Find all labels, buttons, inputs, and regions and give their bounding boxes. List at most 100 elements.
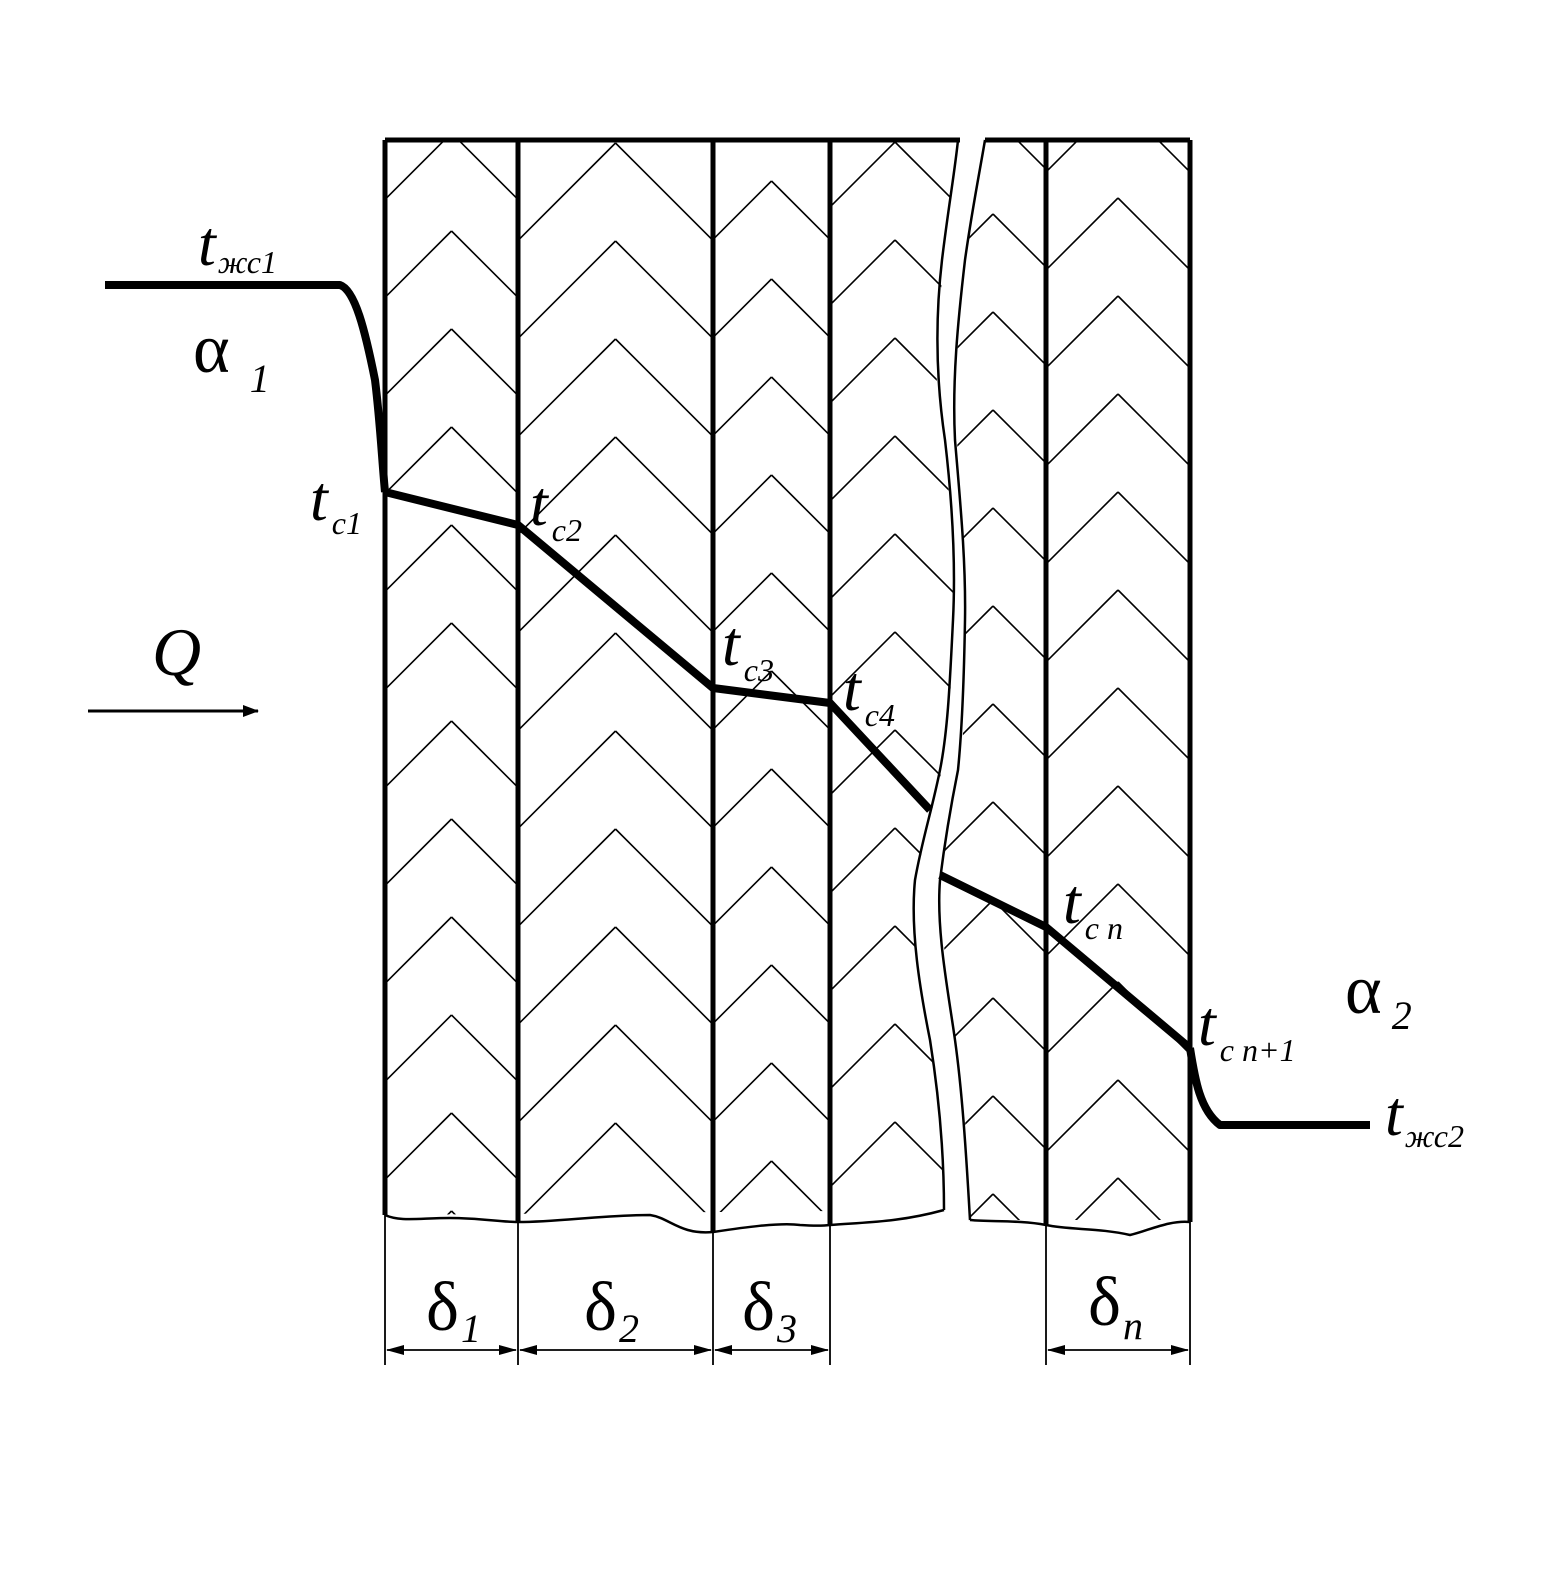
- hatch-stroke: [518, 142, 617, 247]
- hatch-stroke: [380, 35, 452, 107]
- hatch-stroke: [450, 818, 518, 892]
- hatch-stroke: [614, 240, 713, 345]
- hatch-stroke: [614, 926, 713, 1031]
- hatch-stroke: [992, 801, 1046, 861]
- hatch-stroke: [830, 925, 896, 997]
- hatch-stroke: [518, 338, 617, 443]
- hatch-stroke: [385, 328, 453, 402]
- hatch-stroke: [770, 866, 830, 932]
- label-delta3: δ3: [742, 1269, 797, 1351]
- hatch-stroke: [518, 632, 617, 737]
- hatch-stroke: [825, 1220, 895, 1290]
- hatch-stroke: [450, 328, 518, 402]
- hatch-stroke: [450, 230, 518, 304]
- hatch-stroke: [830, 239, 896, 311]
- hatch-stroke: [450, 140, 518, 206]
- label-deltan: δn: [1088, 1264, 1143, 1348]
- hatch-stroke: [614, 1122, 713, 1215]
- hatch-stroke: [895, 1318, 965, 1388]
- hatch-stroke: [616, 0, 719, 50]
- bottom-edge-left: [384, 1208, 945, 1234]
- hatch-stroke: [713, 1160, 773, 1215]
- hatch-stroke: [385, 916, 453, 990]
- hatch-stroke: [1117, 295, 1190, 374]
- hatch-stroke: [385, 230, 453, 304]
- hatch-stroke: [1117, 589, 1190, 668]
- hatch-stroke: [713, 376, 773, 442]
- temperature-profile: [105, 281, 1370, 1129]
- hatch-stroke: [450, 720, 518, 794]
- hatch-stroke: [518, 436, 617, 541]
- hatch-stroke: [770, 278, 830, 344]
- hatch-stroke: [830, 1023, 896, 1095]
- hatch-stroke: [992, 409, 1046, 469]
- hatch-stroke: [894, 631, 958, 703]
- hatch-stroke: [518, 534, 617, 639]
- hatch-stroke: [895, 44, 965, 114]
- label-t-fluid1: tжс1: [198, 208, 277, 280]
- fluid1-temperature-line: [105, 281, 389, 493]
- break-line-left: [912, 139, 960, 1211]
- wall-temperature-line-cont: [938, 871, 1193, 1052]
- hatch-stroke: [1117, 491, 1190, 570]
- hatch-stroke: [1046, 687, 1119, 766]
- hatch-stroke: [708, 0, 772, 49]
- hatch-stroke: [1117, 883, 1190, 962]
- label-delta1: δ1: [426, 1269, 481, 1351]
- hatch-stroke: [1046, 981, 1119, 1060]
- hatch-stroke: [894, 925, 958, 997]
- hatch-stroke: [713, 866, 773, 932]
- hatch-stroke: [713, 768, 773, 834]
- break-line-right: [937, 139, 987, 1221]
- hatch-stroke: [614, 1024, 713, 1129]
- label-t-fluid2: tжс2: [1385, 1078, 1464, 1154]
- bottom-edge-right: [969, 1218, 1191, 1237]
- hatch-stroke: [614, 140, 713, 149]
- wall-temperature-line: [384, 488, 933, 813]
- hatch-stroke: [1117, 393, 1190, 472]
- hatch-stroke: [450, 916, 518, 990]
- hatch-stroke: [518, 240, 617, 345]
- hatch-stroke: [825, 0, 895, 16]
- hatch-stroke: [1046, 1177, 1119, 1220]
- layer-hatching: [380, 0, 1195, 1520]
- hatch-stroke: [713, 572, 773, 638]
- hatch-layer-1: [380, 35, 518, 1215]
- hatch-stroke: [894, 239, 958, 311]
- hatch-stroke: [1117, 785, 1190, 864]
- hatch-stroke: [830, 729, 896, 801]
- hatch-stroke: [1046, 1079, 1119, 1158]
- hatch-stroke: [825, 44, 895, 114]
- hatch-stroke: [770, 474, 830, 540]
- hatch-stroke: [992, 997, 1046, 1057]
- hatch-stroke: [993, 18, 1051, 76]
- hatch-stroke: [1046, 140, 1119, 178]
- hatch-stroke: [770, 180, 830, 246]
- hatch-stroke: [1046, 491, 1119, 570]
- hatch-stroke: [614, 534, 713, 639]
- hatch-stroke: [825, 1318, 895, 1388]
- dimension-lines: [384, 1215, 1191, 1365]
- hatch-stroke: [713, 474, 773, 540]
- hatch-stroke: [713, 670, 773, 736]
- hatch-stroke: [1117, 1079, 1190, 1158]
- hatch-stroke: [518, 1122, 617, 1215]
- hatch-stroke: [895, 0, 965, 16]
- hatch-stroke: [1118, 2, 1195, 79]
- hatch-stroke: [385, 622, 453, 696]
- hatch-stroke: [940, 997, 994, 1057]
- hatch-stroke: [1117, 197, 1190, 276]
- hatch-stroke: [894, 1121, 958, 1193]
- hatch-stroke: [616, 1417, 719, 1520]
- hatch-stroke: [518, 140, 617, 149]
- hatch-stroke: [614, 436, 713, 541]
- hatch-stroke: [770, 376, 830, 442]
- hatch-layer-2: [518, 0, 719, 1520]
- hatch-stroke: [770, 140, 830, 148]
- hatch-stroke: [1046, 295, 1119, 374]
- hatch-stroke: [830, 1121, 896, 1193]
